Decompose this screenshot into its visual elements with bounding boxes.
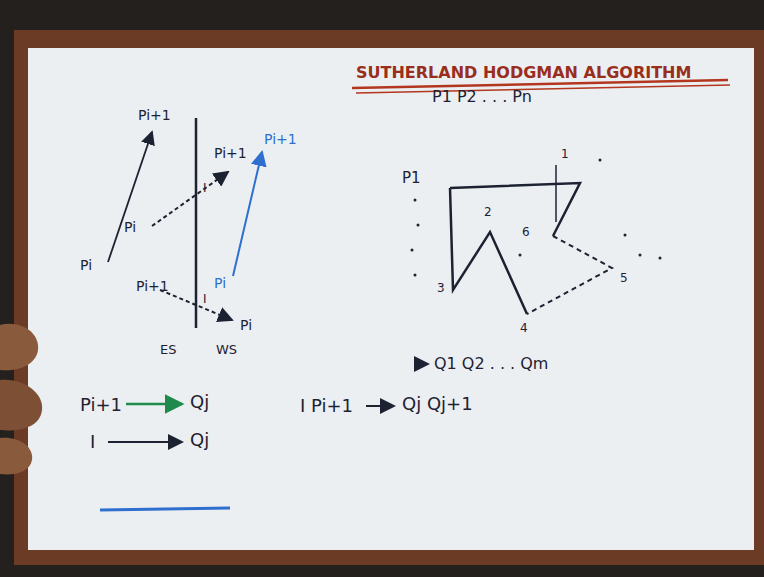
rule-input: Pi+1: [80, 395, 122, 415]
board-title: SUTHERLAND HODGMAN ALGORITHM: [356, 64, 691, 82]
vertex-number: 1: [561, 148, 569, 161]
rule-input: I Pi+1: [300, 396, 353, 416]
rule-output: Qj: [190, 430, 209, 450]
vertex-number: 4: [520, 322, 528, 335]
point-label: Pi+1: [138, 108, 171, 123]
point-label: Pi: [80, 258, 92, 273]
rule-output: Qj Qj+1: [402, 394, 473, 414]
vertex-number: 3: [437, 282, 445, 295]
point-label: Pi+1: [136, 279, 169, 294]
vertex-list: P1 P2 . . . Pn: [432, 88, 532, 106]
vertex-number: 5: [620, 272, 628, 285]
side-label: WS: [216, 343, 237, 357]
point-label: Pi: [214, 276, 226, 291]
output-list: Q1 Q2 . . . Qm: [434, 355, 548, 373]
intersection-label: I: [203, 182, 207, 195]
point-label: Pi+1: [264, 132, 297, 147]
intersection-label: I: [203, 293, 207, 306]
point-label: Pi: [240, 318, 252, 333]
rule-output: Qj: [190, 392, 209, 412]
rule-input: I: [90, 432, 95, 452]
vertex-label: P1: [402, 170, 421, 187]
point-label: Pi: [124, 220, 136, 235]
point-label: Pi+1: [214, 146, 247, 161]
side-label: ES: [160, 343, 176, 357]
vertex-number: 2: [484, 206, 492, 219]
vertex-number: 6: [522, 226, 530, 239]
